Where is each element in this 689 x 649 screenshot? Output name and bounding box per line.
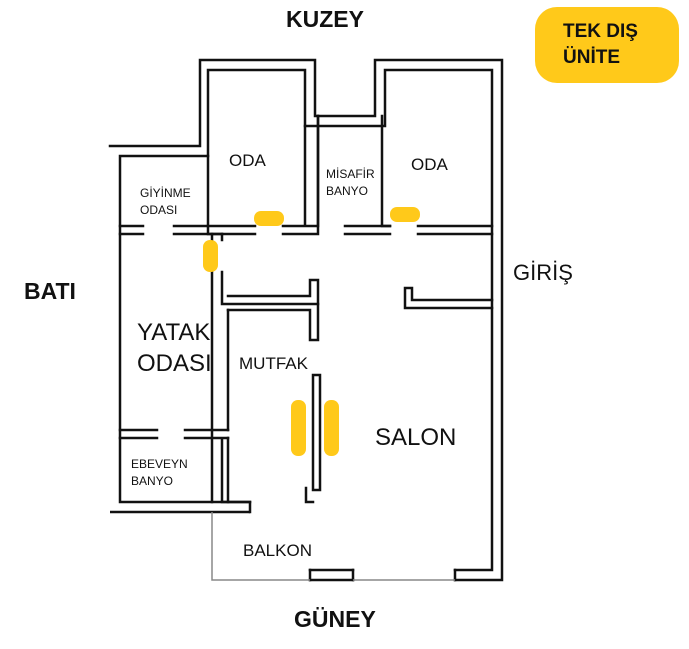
south-label: GÜNEY xyxy=(294,606,376,632)
balcony-outline xyxy=(211,512,455,581)
room-balkon-label: BALKON xyxy=(243,541,312,560)
outer-wall-outer-line xyxy=(108,58,504,582)
misafir-banyo-walls xyxy=(316,114,392,236)
oda-right-bottom-wall xyxy=(380,224,494,236)
ac-unit-salon xyxy=(324,400,339,456)
room-oda-left-label: ODA xyxy=(229,151,266,170)
single-outdoor-unit-badge: TEK DIŞ ÜNİTE xyxy=(535,7,679,83)
ac-unit-yatak xyxy=(203,240,218,272)
outer-wall-inner-line xyxy=(118,68,494,572)
walls xyxy=(108,58,504,582)
ac-unit-oda-right xyxy=(390,207,420,222)
badge-text: TEK DIŞ ÜNİTE xyxy=(563,21,638,68)
kitchen-partition xyxy=(304,373,322,504)
entry-wall xyxy=(403,286,494,310)
west-label: BATI xyxy=(24,278,76,304)
room-oda-right-label: ODA xyxy=(411,155,448,174)
entrance-label: GİRİŞ xyxy=(513,260,573,285)
room-yatak-label: YATAK ODASI xyxy=(137,319,212,378)
balcony-window-ledge xyxy=(308,568,457,582)
room-mutfak-label: MUTFAK xyxy=(239,354,308,373)
mutfak-top-wall xyxy=(226,278,320,342)
yatak-right-wall xyxy=(210,232,320,432)
room-ebeveyn-label: EBEVEYN BANYO xyxy=(131,457,188,489)
ac-unit-mutfak xyxy=(291,400,306,456)
ac-units xyxy=(203,207,420,456)
room-salon-label: SALON xyxy=(375,424,457,451)
room-giyinme-label: GİYİNME ODASI xyxy=(140,186,191,218)
north-label: KUZEY xyxy=(286,6,364,32)
ac-unit-oda-left xyxy=(254,211,284,226)
giyinme-walls xyxy=(118,154,224,236)
ebeveyn-walls xyxy=(118,428,252,514)
oda-left-bottom-wall xyxy=(206,114,320,236)
room-misafir-banyo-label: MİSAFİR BANYO xyxy=(326,167,375,199)
